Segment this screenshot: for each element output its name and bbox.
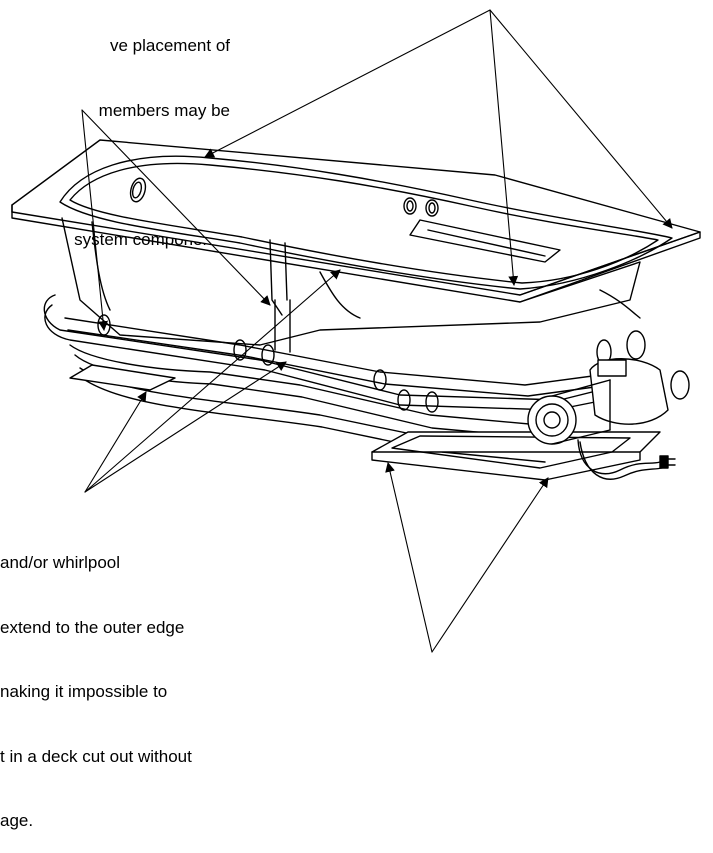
tub-body [61,217,641,346]
overflow-fitting [129,177,147,203]
power-cord [577,439,676,480]
tub-rim [11,139,701,303]
bottom-annotation-line-1: and/or whirlpool [0,553,121,572]
top-annotation-line-1: ve placement of [109,36,230,55]
bathtub-illustration [11,9,701,653]
pump-motor [527,358,669,445]
bottom-annotation-line-2: extend to the outer edge [0,617,185,637]
support-blocks [69,364,661,481]
control-buttons [403,197,439,217]
top-annotation-line-2: members may be [98,100,230,120]
callout-arrows [81,9,673,653]
bottom-annotation-line-4: t in a deck cut out without [0,746,192,766]
bottom-annotation-line-3: naking it impossible to [0,682,168,701]
bottom-annotation-line-5: age. [0,811,34,830]
